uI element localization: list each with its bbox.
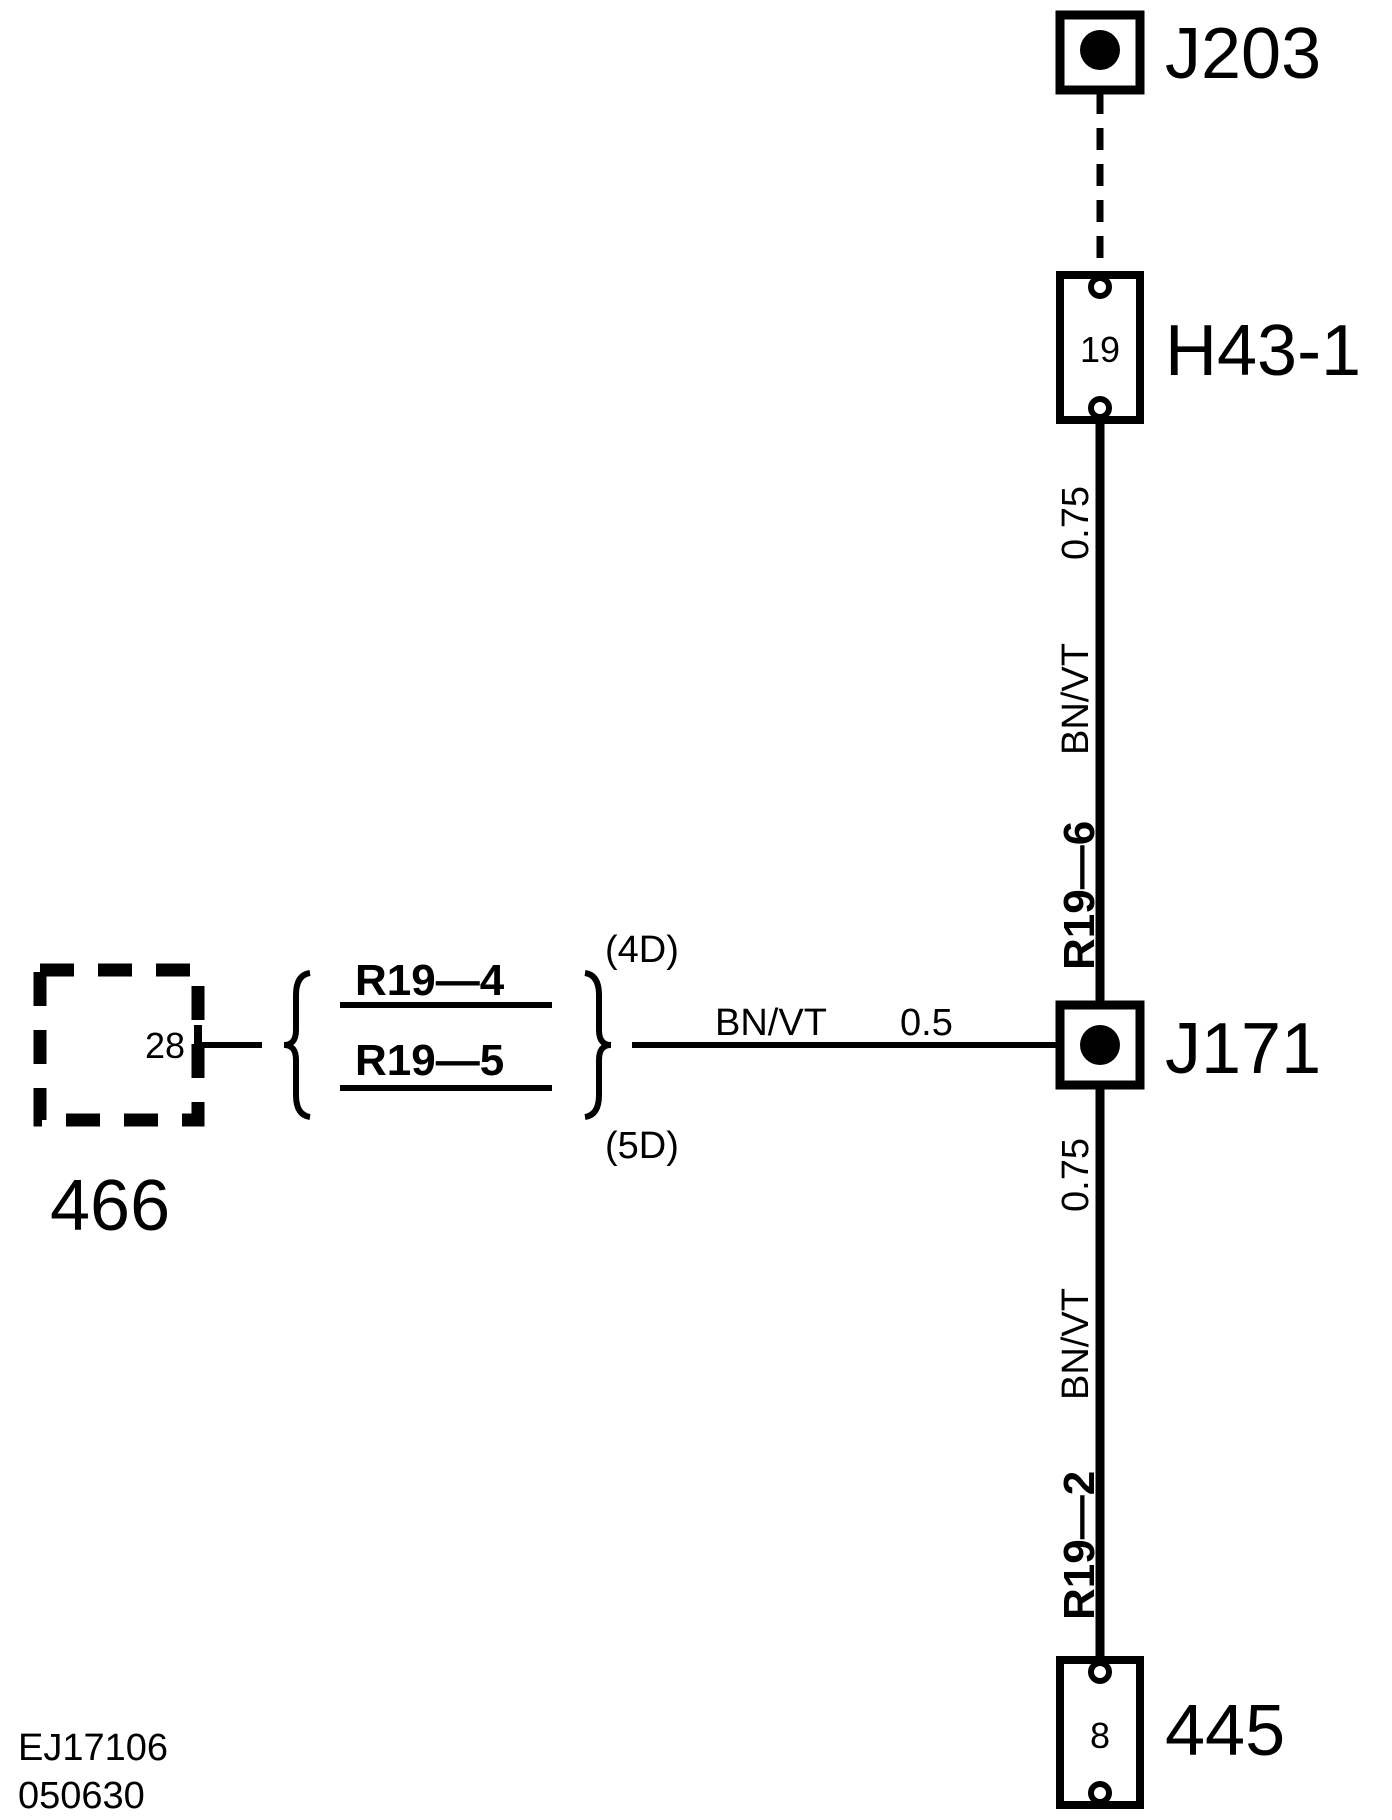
wire-option-a-id: R19—4 [355, 956, 505, 1005]
wire-lower-id: R19—2 [1055, 1471, 1104, 1620]
connector-h43-1 [1056, 271, 1144, 424]
wire-lower-color: BN/VT [1055, 1288, 1097, 1400]
connector-j171-label: J171 [1165, 1009, 1321, 1089]
connector-j203-label: J203 [1165, 14, 1321, 94]
connector-j203 [1055, 10, 1145, 95]
connector-445 [1056, 1656, 1144, 1809]
wire-upper-id: R19—6 [1055, 821, 1104, 970]
component-466-pin: 28 [145, 1025, 185, 1066]
connector-j171 [1055, 1000, 1145, 1090]
connector-445-label: 445 [1165, 1691, 1285, 1771]
wire-upper-size: 0.75 [1055, 486, 1097, 560]
wire-lower-size: 0.75 [1055, 1138, 1097, 1212]
connector-h43-1-label: H43-1 [1165, 311, 1361, 391]
wire-upper-color: BN/VT [1055, 643, 1097, 755]
option-bracket-right [584, 970, 612, 1120]
figure-date: 050630 [18, 1775, 145, 1817]
component-466-label: 466 [50, 1166, 170, 1246]
wire-option-b-note: (5D) [605, 1125, 679, 1167]
connector-445-pin: 8 [1090, 1715, 1110, 1756]
option-bracket-left [283, 970, 311, 1120]
figure-ref: EJ17106 [18, 1727, 168, 1769]
wire-horizontal-size: 0.5 [900, 1002, 953, 1044]
wire-option-b-id: R19—5 [355, 1036, 504, 1085]
wire-option-a-note: (4D) [605, 929, 679, 971]
wire-horizontal-color: BN/VT [715, 1002, 827, 1044]
connector-h43-1-pin: 19 [1080, 329, 1120, 370]
